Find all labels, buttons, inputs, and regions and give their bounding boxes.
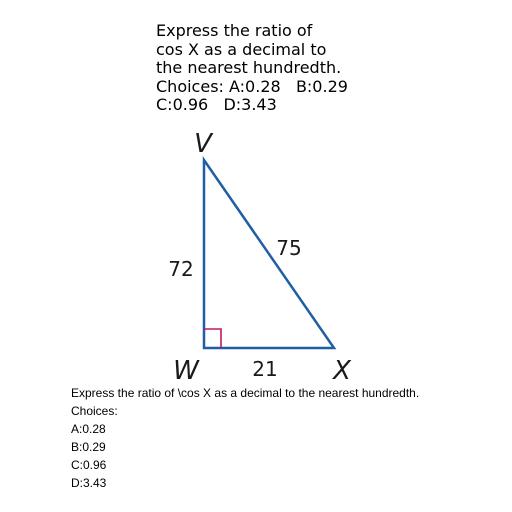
vertex-label-w: W bbox=[173, 356, 200, 386]
side-label-vx: 75 bbox=[276, 236, 301, 260]
question-line: cos X as a decimal to bbox=[156, 39, 327, 59]
question-line: Express the ratio of bbox=[156, 21, 313, 40]
question-text: Express the ratio of \cos X as a decimal… bbox=[71, 384, 419, 492]
question-line: Choices: A:0.28 B:0.29 bbox=[156, 76, 348, 96]
side-label-vw: 72 bbox=[168, 257, 193, 281]
question-image-text: Express the ratio of cos X as a decimal … bbox=[156, 21, 348, 115]
choice-a: A:0.28 bbox=[71, 422, 106, 436]
side-label-wx: 21 bbox=[252, 357, 277, 381]
triangle-outline bbox=[202, 155, 337, 350]
vertex-label-v: V bbox=[194, 129, 214, 159]
question-line: C:0.96 D:3.43 bbox=[156, 95, 277, 114]
vertex-label-x: X bbox=[331, 356, 352, 386]
right-angle-marker bbox=[204, 328, 222, 348]
question-prompt: Express the ratio of \cos X as a decimal… bbox=[71, 386, 420, 400]
choice-c: C:0.96 bbox=[71, 458, 107, 472]
choice-d: D:3.43 bbox=[71, 476, 107, 490]
choice-b: B:0.29 bbox=[71, 440, 106, 454]
choices-label: Choices: bbox=[71, 404, 118, 418]
question-line: the nearest hundredth. bbox=[156, 58, 342, 77]
